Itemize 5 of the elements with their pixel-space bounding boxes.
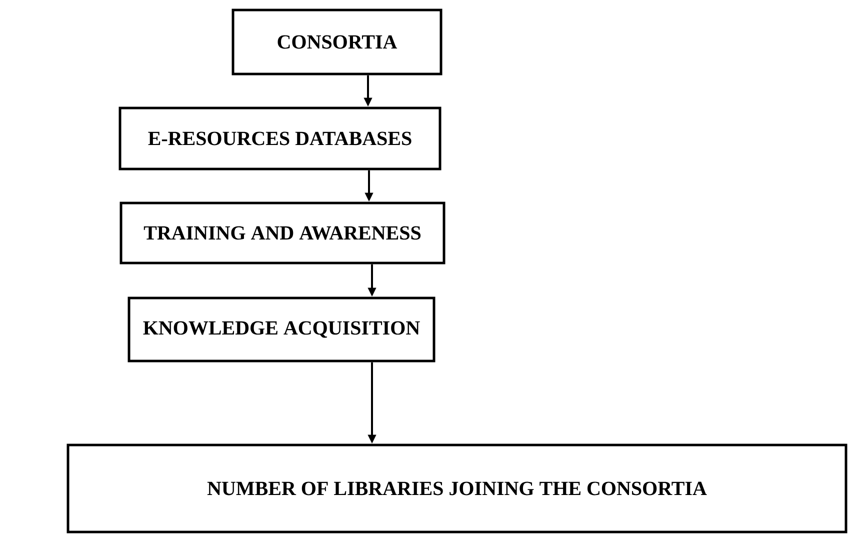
- process-box: KNOWLEDGE ACQUISITION: [128, 296, 436, 362]
- process-box: TRAINING AND AWARENESS: [120, 202, 446, 264]
- process-box: CONSORTIA: [232, 8, 442, 76]
- process-box: E-RESOURCES DATABASES: [118, 106, 442, 170]
- process-box: NUMBER OF LIBRARIES JOINING THE CONSORTIA: [66, 444, 848, 534]
